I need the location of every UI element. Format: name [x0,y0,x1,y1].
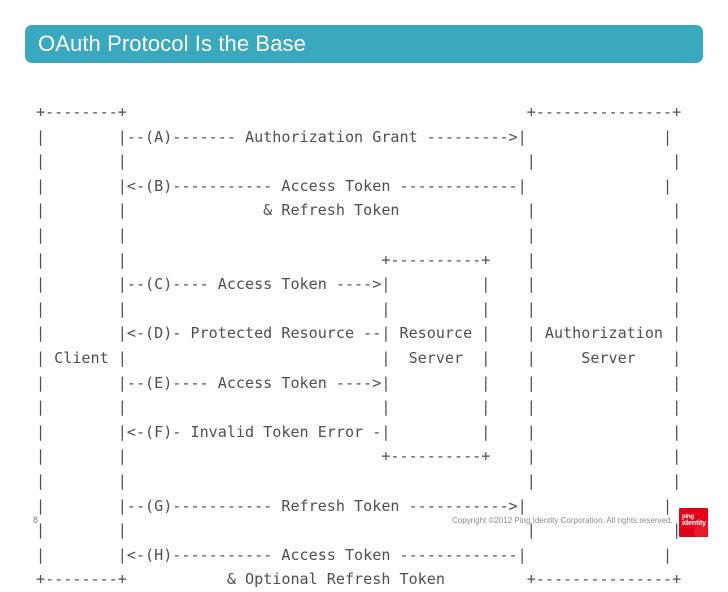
logo-swoosh-icon [694,523,708,537]
logo-text: ping identity [682,514,706,527]
copyright-notice: Copyright ©2012 Ping Identity Corporatio… [452,516,673,525]
logo-line-2: identity [682,518,706,528]
page-title: OAuth Protocol Is the Base [38,31,306,56]
ping-identity-logo: ping identity [679,508,708,537]
logo-line-1: ping [682,514,694,520]
slide-title-bar: OAuth Protocol Is the Base [25,25,703,63]
slide-page-number: 8 [33,515,39,525]
slide: OAuth Protocol Is the Base +--------+ +-… [25,25,708,589]
